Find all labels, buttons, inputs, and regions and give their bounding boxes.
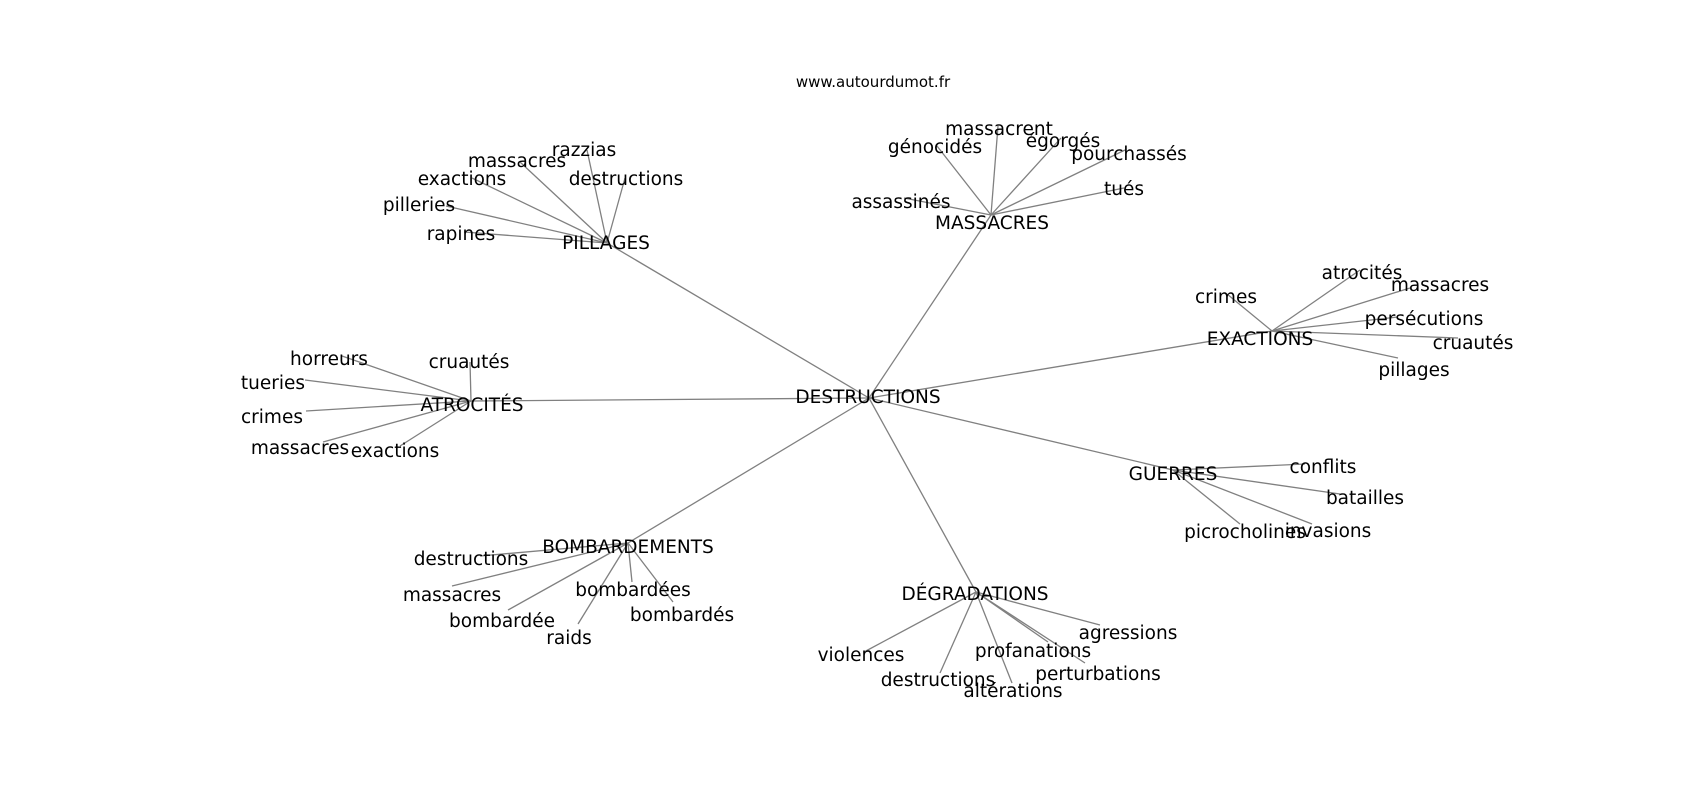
leaf-node-label[interactable]: pourchassés (1071, 144, 1187, 165)
leaf-node-label[interactable]: perturbations (1035, 664, 1160, 685)
leaf-node-label[interactable]: pillages (1378, 360, 1449, 381)
leaf-node-label[interactable]: assassinés (851, 192, 950, 213)
edge-center-to-hub (868, 330, 1273, 399)
leaf-node-label[interactable]: invasions (1285, 521, 1372, 542)
leaf-node-label[interactable]: horreurs (290, 349, 368, 370)
leaf-node-label[interactable]: destructions (881, 670, 996, 691)
leaf-node-label[interactable]: batailles (1326, 488, 1404, 509)
leaf-node-label[interactable]: génocidés (888, 137, 982, 158)
hub-node-label[interactable]: ATROCITÉS (420, 394, 523, 416)
edge-hub-to-leaf (341, 355, 472, 402)
edge-hub-to-leaf (1172, 469, 1241, 525)
label-layer: www.autourdumot.fr DESTRUCTIONS massacre… (241, 73, 1513, 702)
leaf-node-label[interactable]: picrocholines (1184, 522, 1306, 543)
source-label: www.autourdumot.fr (796, 73, 951, 91)
edge-hub-to-leaf (975, 591, 1013, 684)
edge-hub-to-leaf (586, 149, 608, 244)
leaf-node-label[interactable]: massacres (468, 151, 566, 172)
edge-hub-to-leaf (975, 591, 1101, 626)
leaf-node-label[interactable]: bombardés (630, 605, 734, 626)
edge-hub-to-leaf (399, 400, 472, 447)
hub-node-label[interactable]: DÉGRADATIONS (901, 583, 1048, 605)
edge-center-to-hub (627, 397, 870, 544)
edge-hub-to-leaf (519, 161, 608, 244)
edge-hub-to-leaf (451, 542, 629, 587)
edge-hub-to-leaf (471, 177, 608, 244)
leaf-node-label[interactable]: conflits (1290, 457, 1357, 478)
edge-hub-to-leaf (936, 145, 992, 216)
leaf-node-label[interactable]: crimes (241, 407, 303, 428)
edge-center-to-hub (470, 397, 870, 402)
leaf-node-label[interactable]: massacres (403, 585, 501, 606)
leaf-node-label[interactable]: massacrent (945, 119, 1053, 140)
edge-hub-to-leaf (1271, 330, 1399, 359)
leaf-node-label[interactable]: agressions (1079, 623, 1178, 644)
leaf-node-label[interactable]: bombardées (575, 580, 691, 601)
edge-hub-to-leaf (606, 177, 626, 244)
edge-hub-to-leaf (1172, 469, 1313, 525)
leaf-node-label[interactable]: exactions (351, 441, 440, 462)
edge-hub-to-leaf (1271, 269, 1361, 332)
leaf-node-label[interactable]: pilleries (383, 195, 455, 216)
leaf-node-label[interactable]: destructions (414, 549, 529, 570)
leaf-node-label[interactable]: atrocités (1322, 263, 1403, 284)
edge-hub-to-leaf (1172, 463, 1306, 471)
edge-center-to-hub (606, 242, 870, 399)
leaf-node-label[interactable]: cruautés (429, 352, 510, 373)
edge-hub-to-leaf (990, 149, 1126, 216)
leaf-node-label[interactable]: raids (546, 628, 591, 649)
edge-hub-to-leaf (903, 197, 992, 216)
edge-hub-to-leaf (463, 231, 608, 244)
leaf-node-label[interactable]: tueries (241, 373, 305, 394)
leaf-node-label[interactable]: destructions (569, 169, 684, 190)
edge-hub-to-leaf (990, 187, 1125, 216)
edge-hub-to-leaf (1172, 469, 1341, 495)
edge-hub-to-leaf (322, 400, 472, 443)
edge-hub-to-leaf (479, 542, 629, 557)
edge-hub-to-leaf (577, 542, 629, 625)
leaf-node-label[interactable]: bombardée (449, 611, 555, 632)
edge-hub-to-leaf (1271, 287, 1411, 332)
leaf-node-label[interactable]: violences (818, 645, 905, 666)
edge-hub-to-leaf (1226, 293, 1273, 332)
leaf-node-label[interactable]: crimes (1195, 287, 1257, 308)
leaf-node-label[interactable]: altérations (963, 681, 1062, 702)
edge-hub-to-leaf (1271, 316, 1399, 332)
edge-hub-to-leaf (304, 379, 472, 402)
leaf-node-label[interactable]: égorgés (1026, 131, 1101, 152)
edge-center-to-hub (868, 397, 1174, 471)
edge-hub-to-leaf (990, 125, 999, 216)
edge-center-to-hub (868, 214, 992, 399)
leaf-node-label[interactable]: cruautés (1433, 333, 1514, 354)
hub-node-label[interactable]: PILLAGES (562, 233, 650, 254)
hub-node-label[interactable]: EXACTIONS (1207, 329, 1314, 350)
leaf-node-label[interactable]: exactions (418, 169, 507, 190)
edge-hub-to-leaf (627, 542, 674, 603)
edge-center-to-hub (868, 397, 977, 593)
edge-hub-to-leaf (939, 591, 977, 674)
leaf-node-label[interactable]: rapines (427, 224, 496, 245)
edge-hub-to-leaf (469, 361, 472, 402)
edge-hub-to-leaf (1271, 330, 1459, 339)
hub-node-label[interactable]: BOMBARDEMENTS (542, 537, 714, 558)
leaf-node-label[interactable]: massacres (251, 438, 349, 459)
edge-layer (304, 125, 1459, 684)
edge-hub-to-leaf (863, 591, 977, 653)
leaf-node-label[interactable]: tués (1104, 179, 1144, 200)
edge-hub-to-leaf (507, 542, 629, 611)
edge-hub-to-leaf (975, 591, 1086, 664)
leaf-node-label[interactable]: razzias (552, 140, 616, 161)
edge-hub-to-leaf (990, 137, 1062, 216)
leaf-node-label[interactable]: persécutions (1365, 309, 1484, 330)
center-node-label[interactable]: DESTRUCTIONS (795, 387, 940, 408)
edge-hub-to-leaf (305, 400, 472, 412)
leaf-node-label[interactable]: profanations (975, 641, 1091, 662)
edge-hub-to-leaf (627, 542, 633, 583)
hub-node-label[interactable]: GUERRES (1129, 464, 1218, 485)
edge-hub-to-leaf (445, 205, 608, 244)
leaf-node-label[interactable]: massacres (1391, 275, 1489, 296)
hub-node-label[interactable]: MASSACRES (935, 213, 1049, 234)
